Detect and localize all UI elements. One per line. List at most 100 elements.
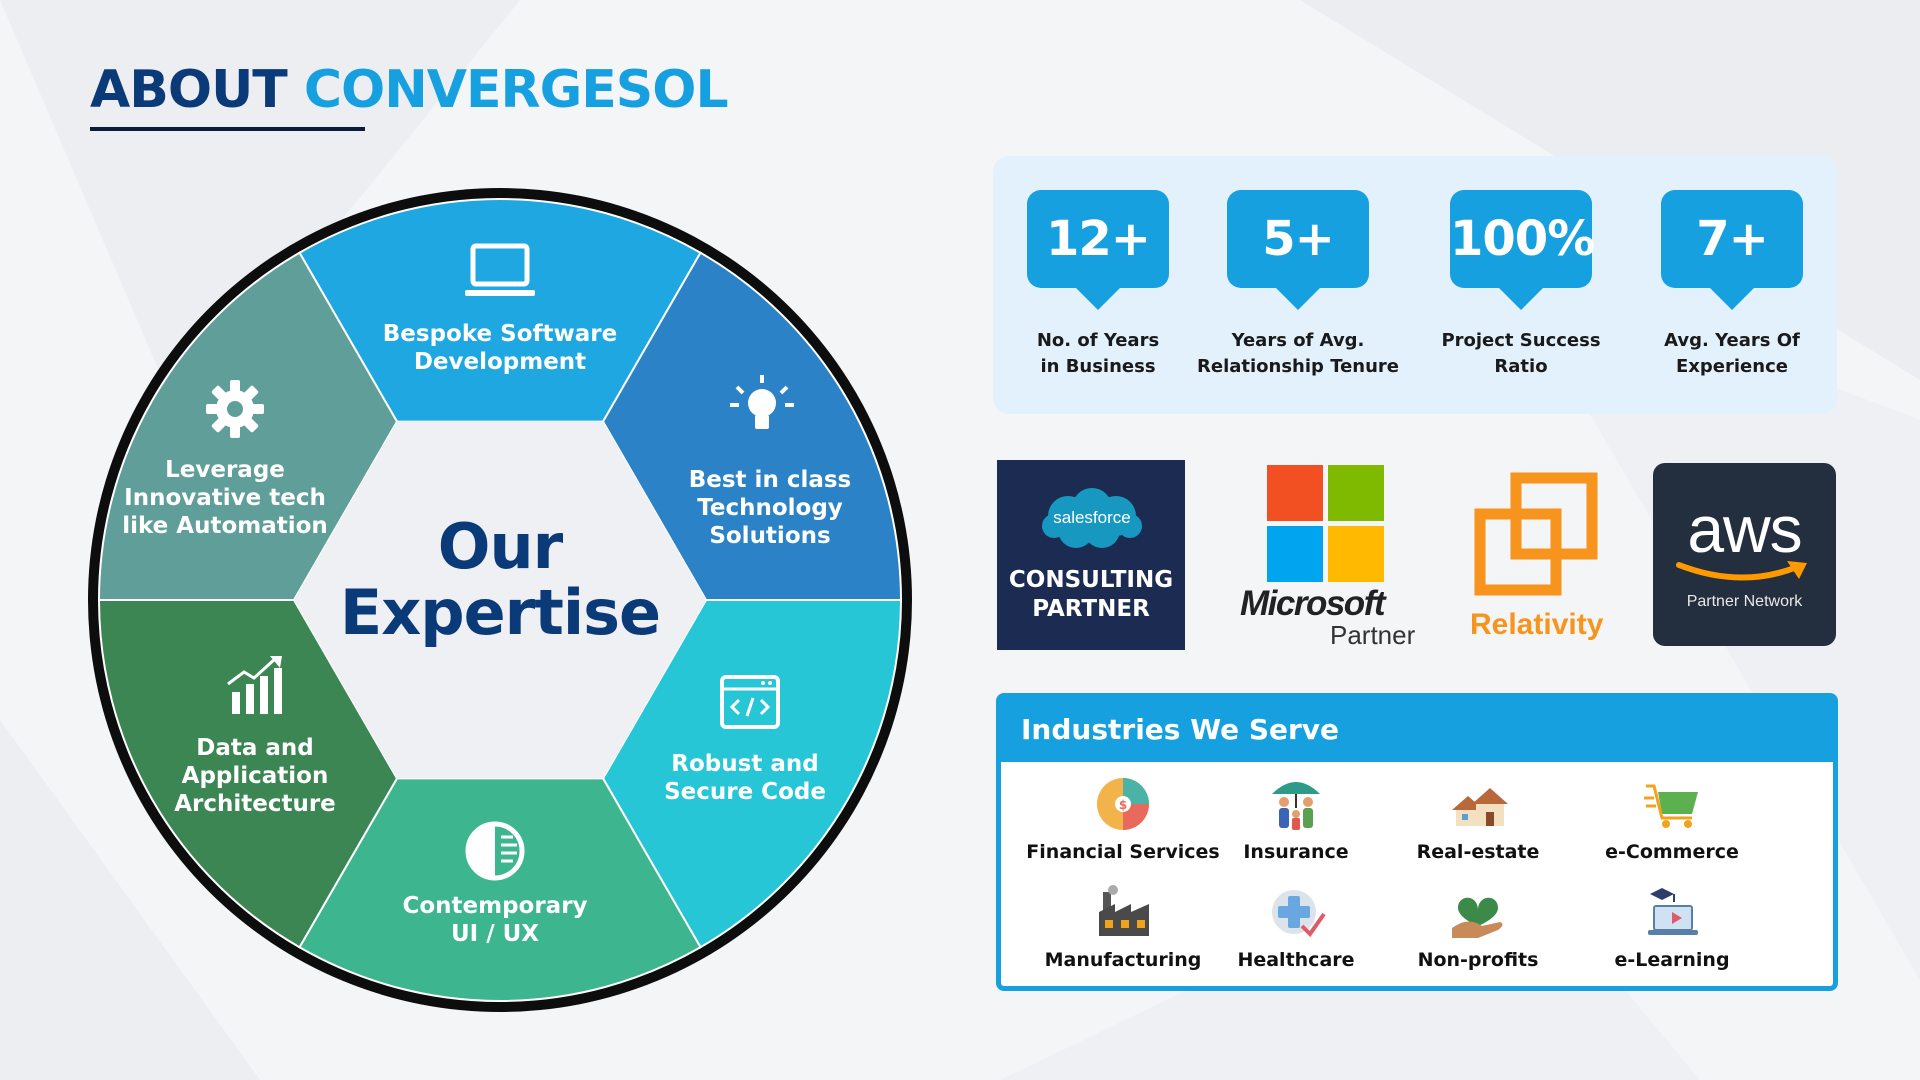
industry-insurance: Insurance bbox=[1196, 774, 1396, 864]
stat-value: 12+ bbox=[1027, 190, 1169, 310]
segment-line: Data and bbox=[196, 735, 314, 761]
industry-e-learning: e-Learning bbox=[1572, 882, 1772, 972]
industry-label: Real-estate bbox=[1416, 841, 1540, 863]
industry-label: Healthcare bbox=[1237, 949, 1355, 971]
segment-robust-secure-code: Robust and Secure Code bbox=[625, 750, 865, 806]
segment-line: Secure Code bbox=[664, 779, 826, 805]
industry-non-profits: Non-profits bbox=[1378, 882, 1578, 972]
aws-wordmark: aws bbox=[1687, 492, 1802, 566]
microsoft-partner-logo: Microsoft Partner bbox=[1232, 460, 1432, 650]
industries-panel: Industries We Serve $ Financial Services… bbox=[996, 693, 1838, 991]
segment-line: Best in class bbox=[688, 467, 852, 493]
title-part-company: CONVERGESOL bbox=[303, 60, 729, 120]
stat-label: Avg. Years Of Experience bbox=[1627, 328, 1837, 380]
relativity-squares-icon bbox=[1474, 472, 1598, 596]
segment-data-architecture: Data and Application Architecture bbox=[135, 734, 375, 818]
salesforce-caption-line: CONSULTING bbox=[1008, 567, 1174, 593]
segment-line: Technology bbox=[697, 495, 843, 521]
graduation-laptop-icon bbox=[1648, 888, 1698, 935]
industry-label: Manufacturing bbox=[1044, 949, 1202, 971]
center-line: Expertise bbox=[339, 576, 661, 649]
salesforce-caption: CONSULTING PARTNER bbox=[997, 566, 1185, 624]
expertise-wheel-graphic bbox=[88, 188, 912, 1012]
wheel-center-title: Our Expertise bbox=[320, 514, 680, 646]
industry-healthcare: Healthcare bbox=[1196, 882, 1396, 972]
microsoft-partner-text: Partner bbox=[1330, 620, 1416, 650]
houses-icon bbox=[1452, 788, 1508, 826]
segment-wedge-best-in-class bbox=[601, 251, 903, 601]
segment-line: Architecture bbox=[174, 791, 336, 817]
wheel-center-hexagon bbox=[294, 421, 706, 779]
contrast-icon bbox=[465, 821, 525, 881]
page-title: ABOUT CONVERGESOL bbox=[90, 58, 729, 122]
segment-innovative-tech: Leverage Innovative tech like Automation bbox=[105, 456, 345, 540]
segment-line: Innovative tech bbox=[124, 485, 326, 511]
segment-line: like Automation bbox=[122, 513, 328, 539]
stat-label: No. of Years in Business bbox=[993, 328, 1203, 380]
svg-text:$: $ bbox=[1119, 798, 1127, 812]
aws-partner-network-text: Partner Network bbox=[1686, 593, 1803, 610]
segment-line: Robust and bbox=[671, 751, 819, 777]
stat-label-line: Ratio bbox=[1494, 356, 1548, 377]
industry-real-estate: Real-estate bbox=[1378, 774, 1578, 864]
stats-panel: 12+ No. of Years in Business 5+ Years of… bbox=[993, 156, 1837, 414]
finance-pie-icon: $ bbox=[1097, 778, 1149, 830]
microsoft-square-red bbox=[1267, 465, 1323, 521]
industries-header: Industries We Serve bbox=[1001, 698, 1833, 762]
medical-cross-icon bbox=[1272, 890, 1326, 938]
industry-financial-services: $ Financial Services bbox=[1023, 774, 1223, 864]
stat-value: 100% bbox=[1450, 190, 1595, 310]
microsoft-wordmark: Microsoft bbox=[1240, 584, 1386, 623]
microsoft-square-blue bbox=[1267, 526, 1323, 582]
expertise-wheel: Bespoke Software Development Best in cla… bbox=[88, 188, 912, 1012]
segment-best-in-class: Best in class Technology Solutions bbox=[650, 466, 890, 550]
aws-smile-icon bbox=[1676, 561, 1807, 581]
center-line: Our bbox=[437, 510, 563, 583]
industry-manufacturing: Manufacturing bbox=[1023, 882, 1223, 972]
industry-label: Insurance bbox=[1243, 841, 1349, 863]
stat-label-line: Relationship Tenure bbox=[1197, 356, 1399, 377]
segment-wedge-robust-code bbox=[601, 599, 903, 949]
segment-wedge-bespoke bbox=[298, 198, 702, 423]
industry-label: Financial Services bbox=[1026, 841, 1220, 863]
stat-years-in-business: 12+ No. of Years in Business bbox=[993, 190, 1203, 380]
stat-success-ratio: 100% Project Success Ratio bbox=[1416, 190, 1626, 380]
industry-label: e-Learning bbox=[1614, 949, 1730, 971]
microsoft-square-yellow bbox=[1328, 526, 1384, 582]
salesforce-caption-line: PARTNER bbox=[1032, 596, 1150, 622]
title-part-about: ABOUT bbox=[90, 60, 288, 120]
stat-label-line: Years of Avg. bbox=[1231, 330, 1365, 351]
salesforce-consulting-partner-logo: salesforce CONSULTING PARTNER bbox=[997, 460, 1185, 650]
industry-label: e-Commerce bbox=[1605, 841, 1739, 863]
heart-hand-icon bbox=[1452, 897, 1503, 938]
salesforce-cloud-icon bbox=[1042, 488, 1142, 548]
stat-value: 5+ bbox=[1227, 190, 1369, 310]
family-umbrella-icon bbox=[1272, 782, 1320, 830]
stat-value: 7+ bbox=[1661, 190, 1803, 310]
segment-wedge-ui-ux bbox=[298, 777, 702, 1002]
code-window-icon bbox=[720, 675, 780, 729]
stat-label-line: Project Success bbox=[1441, 330, 1601, 351]
stat-label-line: Experience bbox=[1676, 356, 1788, 377]
stat-label-line: in Business bbox=[1040, 356, 1156, 377]
laptop-icon bbox=[465, 243, 535, 296]
segment-line: Leverage bbox=[165, 457, 285, 483]
microsoft-square-green bbox=[1328, 465, 1384, 521]
industry-e-commerce: e-Commerce bbox=[1572, 774, 1772, 864]
segment-line: Solutions bbox=[709, 523, 831, 549]
segment-line: UI / UX bbox=[450, 921, 540, 947]
stat-label: Years of Avg. Relationship Tenure bbox=[1193, 328, 1403, 380]
segment-line: Application bbox=[181, 763, 329, 789]
salesforce-wordmark: salesforce bbox=[1053, 508, 1131, 527]
relativity-wordmark: Relativity bbox=[1470, 608, 1604, 641]
relativity-logo: Relativity bbox=[1462, 460, 1612, 650]
stat-label: Project Success Ratio bbox=[1416, 328, 1626, 380]
stat-label-line: Avg. Years Of bbox=[1664, 330, 1800, 351]
shopping-cart-icon bbox=[1644, 784, 1698, 828]
segment-bespoke-software: Bespoke Software Development bbox=[380, 320, 620, 376]
segment-wedge-data-architecture bbox=[97, 599, 399, 949]
aws-partner-network-logo: aws Partner Network bbox=[1653, 463, 1836, 646]
factory-icon bbox=[1099, 885, 1149, 936]
stat-label-line: No. of Years bbox=[1036, 330, 1160, 351]
segment-line: Contemporary bbox=[402, 893, 588, 919]
